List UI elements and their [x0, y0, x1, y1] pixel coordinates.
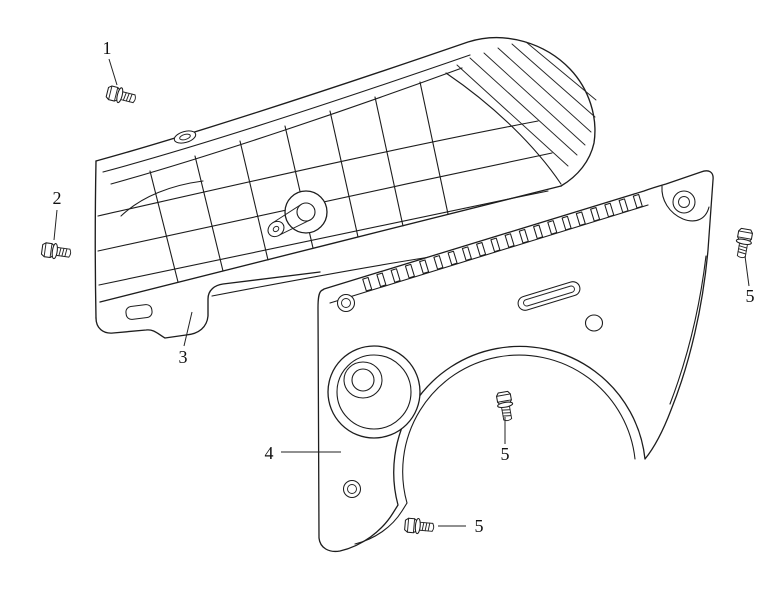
vent-slot — [590, 207, 601, 222]
panel4-foot-inner-line — [354, 502, 408, 545]
callout-label-3: 3 — [179, 347, 188, 367]
leader-line-5-right — [744, 255, 750, 287]
callout-labels: 1 2 3 4 5 5 5 — [53, 38, 755, 536]
vent-slot — [618, 198, 629, 213]
vent-slot — [561, 215, 572, 231]
vent-slot — [404, 263, 415, 279]
callout-label-4: 4 — [265, 443, 274, 463]
vent-slot — [447, 250, 458, 266]
panel3-skirt-line — [211, 256, 431, 297]
vent-slot — [518, 228, 529, 244]
callout-label-2: 2 — [53, 188, 62, 208]
grid-line — [329, 110, 359, 238]
hatch-line — [469, 57, 578, 156]
vent-slot — [547, 220, 558, 235]
vent-slot — [476, 242, 487, 257]
panel3-flange-line — [102, 54, 471, 173]
leader-line-2 — [53, 209, 58, 241]
grid-line — [239, 140, 269, 261]
panel4-bearing-boss — [327, 345, 421, 439]
callout-label-5-arch: 5 — [501, 444, 510, 464]
panel3-fold-line — [445, 72, 562, 185]
leader-line-3 — [183, 311, 193, 347]
vent-slot — [390, 268, 401, 283]
panel4-bolt-hole-bottom — [342, 479, 362, 499]
vent-slot — [376, 272, 387, 288]
vent-slot — [461, 246, 472, 261]
flange-bolt-icon — [104, 84, 138, 107]
panel3-flange-hole — [173, 130, 197, 144]
panel4-arch-inner-rim — [402, 354, 636, 504]
grid-line — [194, 155, 224, 272]
leader-lines — [53, 58, 750, 527]
upper-cover-panel-part3 — [94, 37, 597, 339]
vent-slot — [632, 193, 643, 209]
hatch-line — [497, 47, 592, 133]
panel4-outline — [317, 170, 714, 553]
flange-bolt-icon — [733, 227, 755, 260]
hatch-line — [525, 41, 597, 101]
flange-bolt-icon — [403, 516, 435, 536]
vent-slot — [433, 255, 444, 270]
grid-line — [98, 190, 549, 286]
vent-slot — [504, 233, 515, 248]
panel4-oblong-slot — [517, 281, 581, 311]
vent-slot — [419, 259, 430, 274]
callout-label-1: 1 — [103, 38, 112, 58]
hatch-line — [456, 64, 569, 167]
panel3-left-edge — [94, 160, 97, 319]
vent-slot — [362, 276, 373, 292]
panel4-small-hole — [584, 314, 604, 332]
panel3-flange-line — [110, 67, 463, 185]
panel3-foot-slot-hole — [125, 304, 153, 320]
grid-line — [149, 170, 179, 283]
panel4-vent-slots — [362, 193, 643, 292]
callout-label-5-right: 5 — [746, 286, 755, 306]
lower-cover-panel-part4 — [317, 170, 714, 553]
panel3-lip-curve — [120, 180, 204, 217]
panel3-rib-grid — [97, 81, 553, 286]
vent-slot — [575, 211, 586, 226]
panel3-foot-edge — [95, 271, 321, 339]
leader-line-1 — [108, 58, 118, 86]
panel4-bolt-hole-top — [336, 293, 356, 313]
vent-slot — [533, 224, 544, 240]
callout-label-5-bottom: 5 — [475, 516, 484, 536]
vent-slot — [604, 202, 615, 218]
panel4-tab-hole — [672, 190, 696, 214]
panel3-center-boss — [267, 190, 328, 238]
vent-slot — [490, 237, 501, 253]
grid-line — [97, 120, 539, 217]
panel4-tab-curve — [661, 185, 710, 222]
grid-line — [374, 96, 404, 227]
hatch-line — [511, 43, 596, 118]
panel3-hatch-ribs — [456, 41, 597, 167]
panel4-right-inner-line — [669, 255, 707, 405]
hatch-line — [483, 52, 586, 146]
grid-line — [419, 81, 449, 215]
flange-bolt-icon — [40, 241, 73, 262]
panel3-outline — [95, 37, 596, 187]
